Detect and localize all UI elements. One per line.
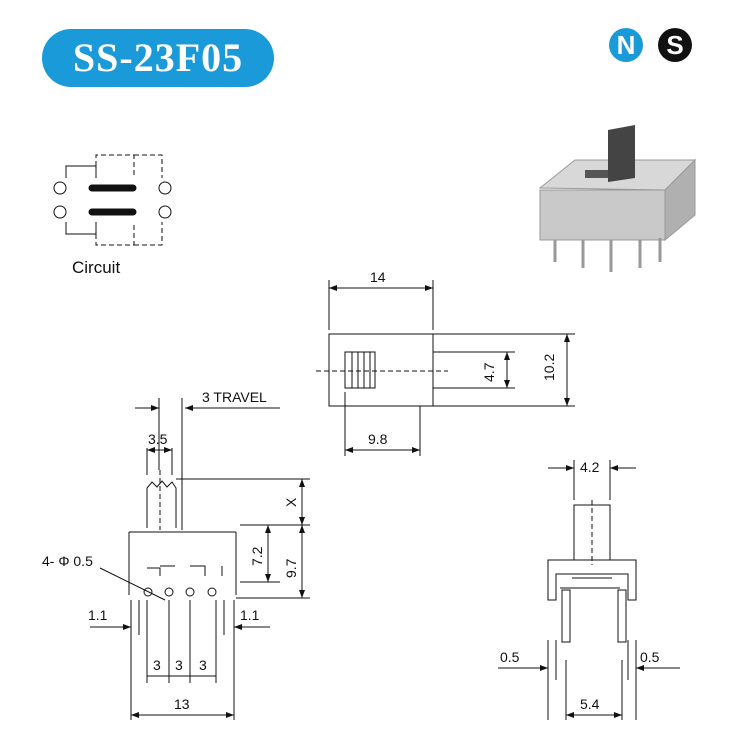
hole-label: 4- Φ 0.5	[42, 553, 93, 569]
dim-side-actuator: 4.2	[580, 459, 600, 475]
travel-label: 3 TRAVEL	[202, 389, 267, 405]
svg-text:N: N	[617, 30, 636, 60]
dim-slot: 4.7	[481, 362, 497, 382]
dim-pin-right: 0.5	[640, 649, 660, 665]
dim-9-7: 9.7	[283, 558, 299, 578]
dim-7-2: 7.2	[249, 546, 265, 566]
dim-height: 10.2	[541, 354, 557, 381]
circuit-diagram: Circuit	[53, 154, 172, 277]
model-title-badge: SS-23F05	[42, 29, 274, 87]
dim-pin-left: 0.5	[500, 649, 520, 665]
front-view: 3 TRAVEL 3.5 X 7.2 9.7 4- Φ 0.5 1.1 1.1 …	[42, 389, 310, 720]
dim-actuator: 3.5	[148, 431, 168, 447]
side-view: 4.2 0.5 0.5 5.4	[498, 459, 680, 720]
top-view: 14 10.2 4.7 9.8	[316, 269, 575, 456]
dim-width: 14	[370, 269, 386, 285]
dim-margin-left: 1.1	[88, 607, 108, 623]
svg-text:S: S	[666, 30, 683, 60]
dim-width-13: 13	[174, 696, 190, 712]
dim-pin-span: 5.4	[580, 696, 600, 712]
dim-margin-right: 1.1	[240, 607, 260, 623]
brand-logo: N S	[609, 28, 692, 62]
circuit-label: Circuit	[72, 258, 120, 277]
dim-offset: 9.8	[368, 431, 388, 447]
dim-x: X	[283, 497, 299, 507]
product-image	[538, 125, 697, 272]
dim-pitch-3: 3	[199, 657, 207, 673]
dim-pitch-1: 3	[153, 657, 161, 673]
dim-pitch-2: 3	[175, 657, 183, 673]
